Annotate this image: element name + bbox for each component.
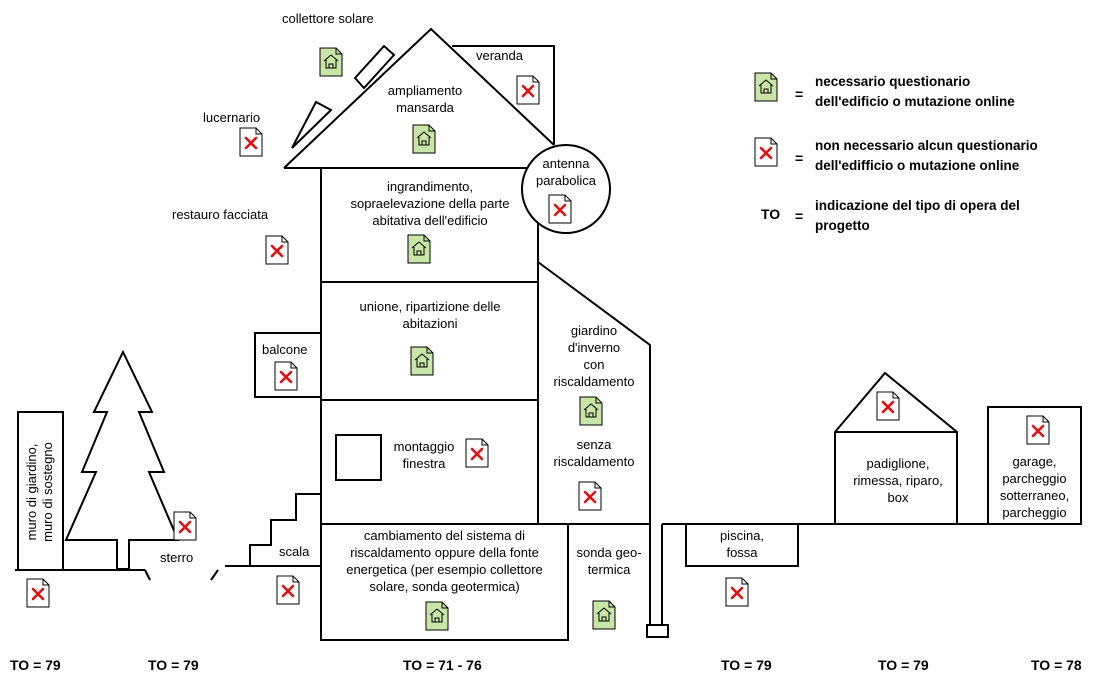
green-house-document-icon <box>412 124 436 154</box>
roof <box>283 27 555 169</box>
garden-wall <box>17 411 64 571</box>
red-cross-document-icon <box>264 234 290 266</box>
to-value-pavilion: TO = 79 <box>878 657 929 673</box>
label-garden-wall: muro di giardino,muro di sostegno <box>24 442 55 542</box>
stairs <box>249 493 322 566</box>
red-cross-document-icon <box>1025 414 1051 446</box>
green-house-document-icon <box>410 346 434 376</box>
red-cross-document-icon <box>275 574 301 606</box>
label-facade-restoration: restauro facciata <box>172 207 269 222</box>
veranda <box>452 45 555 145</box>
red-cross-document-icon <box>25 577 51 609</box>
label-enlargement: ingrandimento,sopraelevazione della part… <box>350 179 510 228</box>
antenna-circle <box>521 144 611 234</box>
solar-collector <box>353 44 396 90</box>
tree <box>64 349 180 570</box>
red-cross-document-icon <box>515 74 541 106</box>
label-pavilion: padiglione,rimessa, riparo,box <box>853 456 943 505</box>
red-cross-document-icon <box>875 390 901 422</box>
label-balcony: balcone <box>262 342 308 357</box>
label-geothermal-probe: sonda geo-termica <box>576 545 642 577</box>
red-cross-document-icon <box>273 360 299 392</box>
to-value-garden-wall: TO = 79 <box>10 657 61 673</box>
winter-garden <box>537 261 651 525</box>
green-house-document-icon <box>579 396 603 426</box>
green-house-document-icon <box>425 601 449 631</box>
to-value-garage: TO = 78 <box>1031 657 1082 673</box>
label-pool: piscina,fossa <box>719 528 765 560</box>
legend-to-key: TO <box>761 206 781 222</box>
skylight <box>291 100 333 149</box>
label-excavation: sterro <box>160 550 194 565</box>
red-cross-document-icon <box>172 510 198 542</box>
green-house-document-icon <box>592 600 616 630</box>
to-value-excavation: TO = 79 <box>148 657 199 673</box>
green-house-document-icon <box>407 234 431 264</box>
red-cross-document-icon <box>547 193 573 225</box>
to-value-house: TO = 71 - 76 <box>403 657 482 673</box>
legend-red-cross-document-icon <box>753 136 779 168</box>
red-cross-document-icon <box>238 126 264 158</box>
geothermal-probe <box>649 524 663 625</box>
legend-equals: = <box>795 150 804 166</box>
pool <box>685 523 799 567</box>
window <box>335 434 382 481</box>
label-skylight: lucernario <box>203 110 261 125</box>
red-cross-document-icon <box>577 480 603 512</box>
to-value-pool: TO = 79 <box>721 657 772 673</box>
legend-green-house-document-icon <box>754 72 778 102</box>
red-cross-document-icon <box>464 437 490 469</box>
label-veranda: veranda <box>476 48 523 63</box>
legend-equals: = <box>795 86 804 102</box>
red-cross-document-icon <box>724 576 750 608</box>
label-solar-collector: collettore solare <box>282 11 374 26</box>
green-house-document-icon <box>319 47 343 77</box>
pavilion <box>834 371 958 525</box>
legend-equals: = <box>795 208 804 224</box>
label-stairs: scala <box>279 544 310 559</box>
